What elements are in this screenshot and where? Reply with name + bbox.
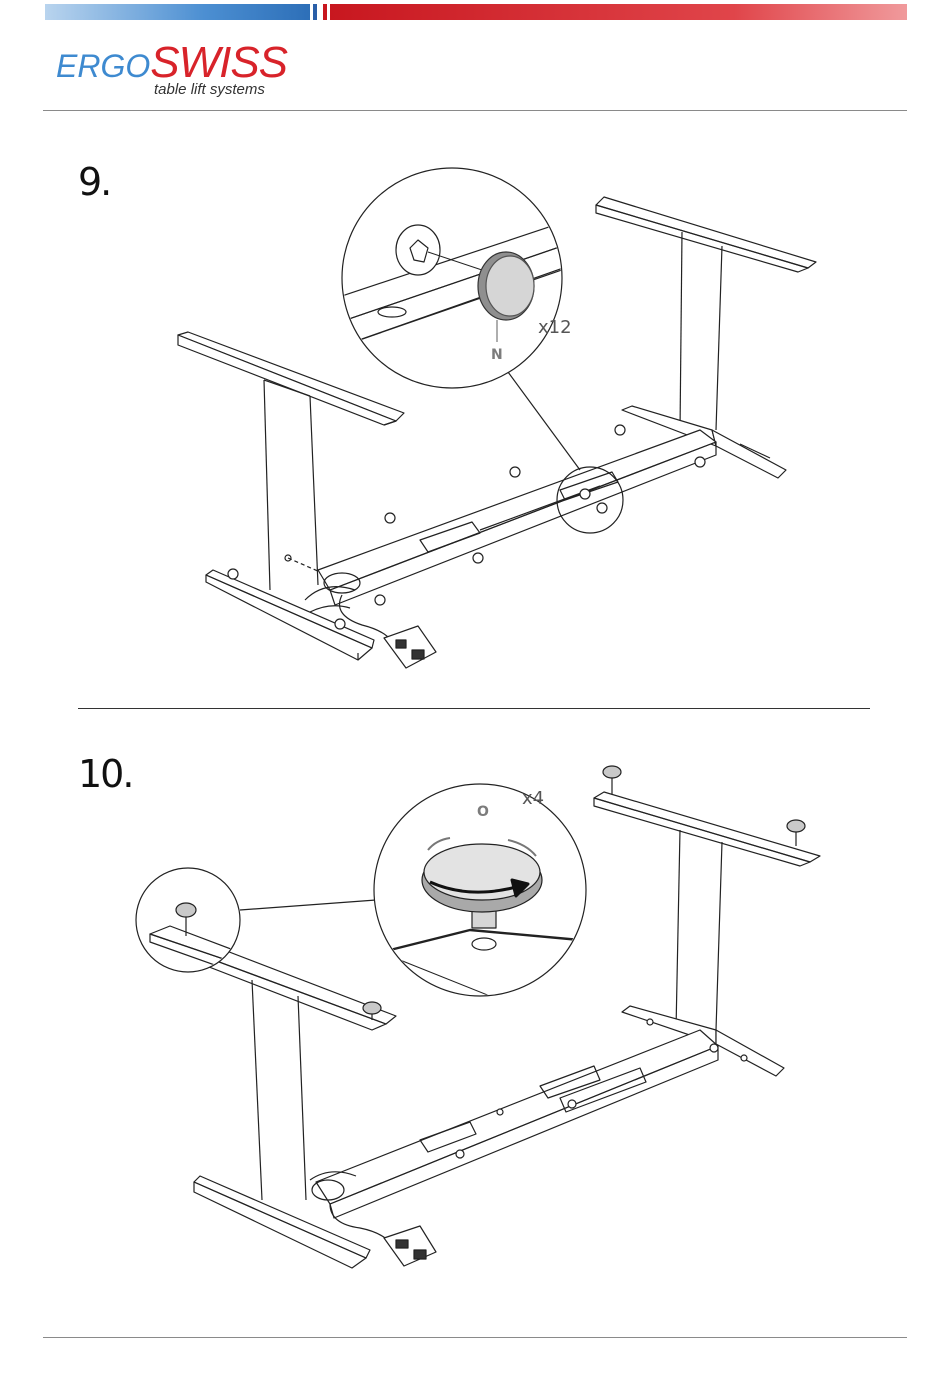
quantity-label-x4: x4 (522, 788, 544, 809)
step-divider (78, 708, 870, 709)
main-beam (318, 430, 716, 605)
step-10-illustration: O x4 (0, 720, 950, 1320)
right-leg-column (680, 232, 722, 432)
left-foot (206, 570, 374, 660)
step-9-illustration: N x12 (0, 0, 950, 700)
handset-10 (384, 1226, 436, 1266)
part-label-n: N (491, 347, 503, 363)
main-beam-10 (316, 1030, 718, 1218)
detail-leader-line-10 (240, 900, 376, 910)
left-leg-column-10 (252, 980, 306, 1200)
detail-leader-line (508, 372, 580, 470)
right-leg-column-10 (676, 830, 722, 1030)
quantity-label-x12: x12 (538, 317, 572, 338)
right-top-crossbar (596, 197, 816, 272)
detail-magnifier-9 (330, 168, 585, 388)
handset (384, 626, 436, 668)
part-label-o: O (477, 804, 489, 820)
right-top-crossbar-10 (594, 792, 820, 866)
footer-rule (43, 1337, 907, 1338)
